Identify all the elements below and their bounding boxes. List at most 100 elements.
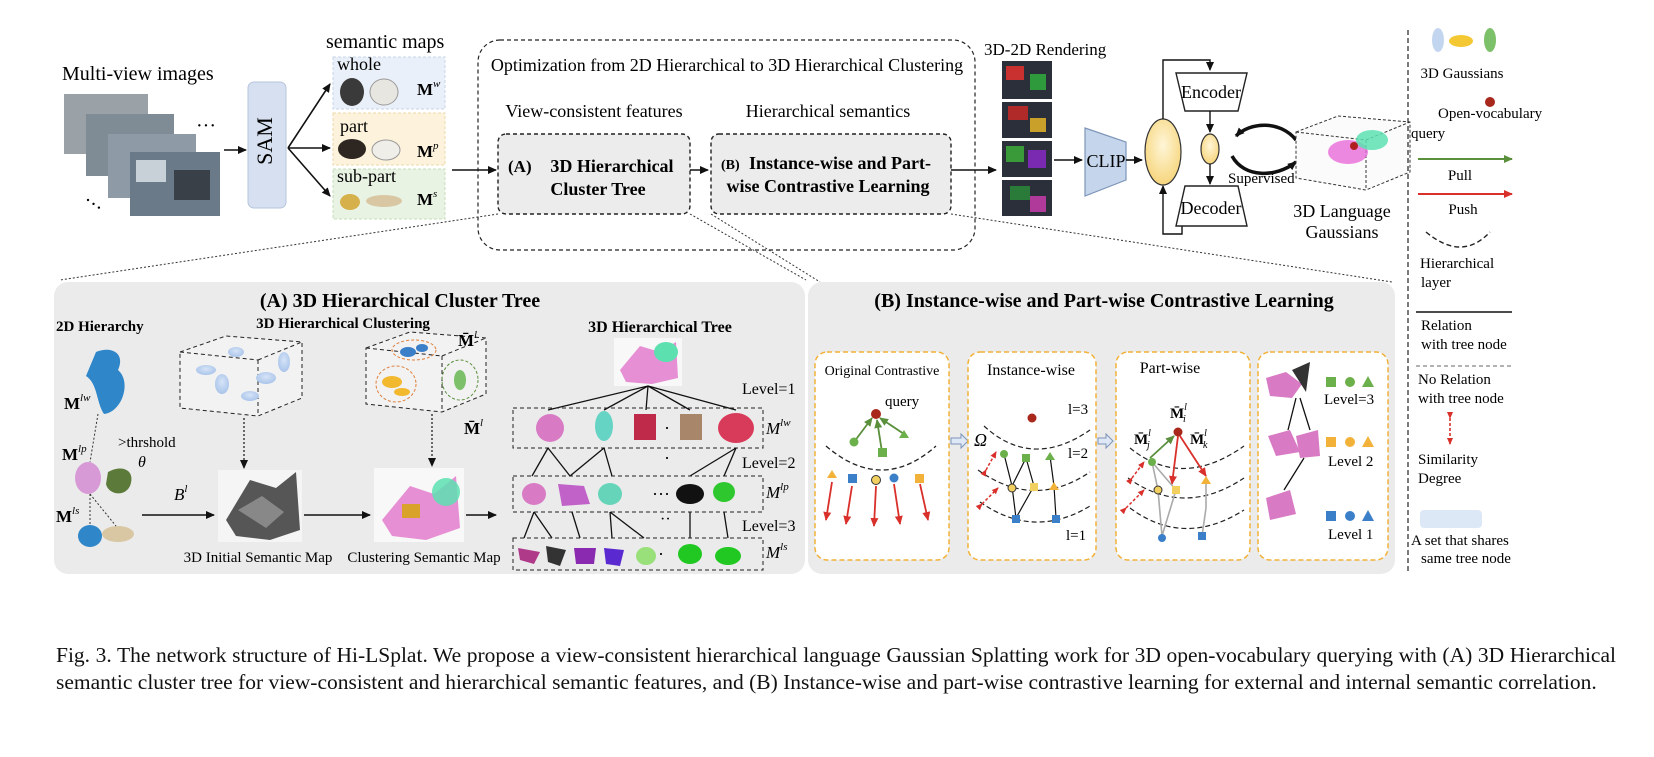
- legend-query-2: query: [1411, 126, 1446, 142]
- subpart-object-2: [366, 195, 402, 207]
- b1-node-7: [889, 473, 899, 483]
- legend-hier-1: Hierarchical: [1420, 256, 1494, 272]
- b4-level2: Level 2: [1328, 454, 1373, 470]
- b4-level1: Level 1: [1328, 527, 1373, 543]
- b1-node-8: [915, 474, 924, 483]
- b2-l1: l=1: [1066, 528, 1086, 544]
- b2-n2: [1022, 454, 1030, 462]
- b1-layer: [825, 445, 937, 471]
- m-lw-tree: Mlw: [765, 417, 791, 438]
- hier2d-shapes: [75, 349, 134, 547]
- b1-pull-3: [879, 417, 905, 435]
- zoom-line-b-left: [710, 213, 821, 283]
- tree-row1-dot: ·: [664, 418, 670, 438]
- b2-layer-3: [983, 425, 1091, 450]
- render-label: 3D-2D Rendering: [984, 40, 1107, 59]
- b1-push-4: [893, 483, 903, 525]
- m-ls-tree: Mls: [765, 541, 788, 562]
- render-thumbnails: [1002, 61, 1052, 216]
- legend-hier-2: layer: [1421, 275, 1451, 291]
- box-a-cluster-tree: [497, 133, 691, 215]
- tree-mid-dot: ·: [664, 448, 670, 468]
- level1-label: Level=1: [742, 381, 795, 398]
- b4-edge-1: [1287, 397, 1297, 431]
- b2-sim-2: [975, 487, 999, 511]
- latent-feature-small: [1200, 133, 1220, 165]
- cycle-arrow-top: [1234, 123, 1298, 142]
- b3-n6: [1198, 532, 1206, 540]
- opt-title: Optimization from 2D Hierarchical to 3D …: [491, 55, 963, 75]
- clustering-semantic-map: [374, 468, 464, 542]
- legend-rel-1: Relation: [1421, 318, 1472, 334]
- clip-block: [1084, 127, 1127, 197]
- b2-sim-1: [980, 451, 997, 477]
- b-instance-box: [967, 351, 1097, 561]
- whole-label: whole: [337, 54, 381, 74]
- b3-n2: [1153, 485, 1163, 495]
- b-part-box: [1115, 351, 1251, 561]
- tree-label: 3D Hierarchical Tree: [588, 319, 732, 336]
- tree-row-1-objects: [536, 411, 754, 443]
- clustering-cube-left: [179, 335, 303, 417]
- b3-layer-1: [1129, 507, 1245, 530]
- b2-query: [1027, 413, 1037, 423]
- arrow-sam-whole: [287, 83, 331, 149]
- stack-dots-top: ···: [196, 115, 216, 137]
- lang-gauss-line2: Gaussians: [1306, 222, 1379, 242]
- b1-pull-1: [853, 417, 873, 443]
- part-object-2: [371, 139, 401, 161]
- legend-gaussian-2: [1449, 35, 1473, 47]
- b4-l1-circle: [1345, 511, 1355, 521]
- b3-sim-1: [1126, 461, 1145, 485]
- b1-node-5: [848, 474, 857, 483]
- legend-rel-2: with tree node: [1421, 337, 1507, 353]
- supervised-label: Supervised: [1228, 171, 1295, 187]
- b3-layer-3: [1129, 445, 1245, 470]
- part-label: part: [340, 116, 368, 136]
- initial-semantic-map: [218, 470, 302, 542]
- b4-l2-square: [1326, 437, 1336, 447]
- legend-norel-2: with tree node: [1418, 391, 1504, 407]
- box-b-tag: (B): [721, 158, 740, 173]
- b4-level3: Level=3: [1324, 392, 1374, 408]
- optimization-frame: [477, 39, 976, 251]
- figure-caption: Fig. 3. The network structure of Hi-LSpl…: [56, 643, 1616, 694]
- b3-n3: [1172, 486, 1180, 494]
- b3-sim-2: [1119, 489, 1145, 515]
- b-original-query: query: [885, 394, 920, 410]
- legend-gaussian-1: [1432, 28, 1444, 52]
- cycle-arrow-bottom: [1230, 155, 1298, 175]
- threshold-label: >thrshold: [118, 435, 176, 451]
- b1-push-2: [843, 485, 853, 525]
- box-b-line1: Instance-wise and Part-: [749, 153, 931, 173]
- b2-omega: Ω: [974, 430, 987, 450]
- loop-to-encoder: [1162, 59, 1214, 119]
- whole-object-2: [369, 78, 399, 106]
- b3-n5: [1158, 534, 1166, 542]
- subpart-label: sub-part: [337, 166, 396, 186]
- b4-l2-circle: [1345, 437, 1355, 447]
- b1-push-1: [823, 481, 833, 521]
- map-mp: Mp: [417, 140, 439, 161]
- b-part-label: Part-wise: [1140, 360, 1200, 377]
- map-subpart-box: [332, 168, 446, 220]
- network-diagram: Multi-view images ··· ··· SAM semantic m…: [54, 28, 1543, 574]
- b1-node-2: [878, 448, 887, 457]
- b1-query: [871, 409, 881, 419]
- m-lp: Mlp: [62, 443, 87, 464]
- view-consistent-label: View-consistent features: [505, 101, 682, 121]
- panel-b-title: (B) Instance-wise and Part-wise Contrast…: [874, 290, 1333, 312]
- legend-norel-1: No Relation: [1418, 372, 1491, 388]
- b4-l3-circle: [1345, 377, 1355, 387]
- clustering-cube-right: [365, 331, 487, 413]
- b3-tree-edges: [1151, 461, 1207, 537]
- b4-l3-square: [1326, 377, 1336, 387]
- b4-edge-3: [1283, 457, 1305, 491]
- b1-push-5: [919, 483, 931, 521]
- b1-node-6: [871, 475, 881, 485]
- b3-n4: [1201, 476, 1211, 484]
- legend-hier-layer: [1425, 231, 1491, 248]
- clustering-label: 3D Hierarchical Clustering: [256, 316, 430, 332]
